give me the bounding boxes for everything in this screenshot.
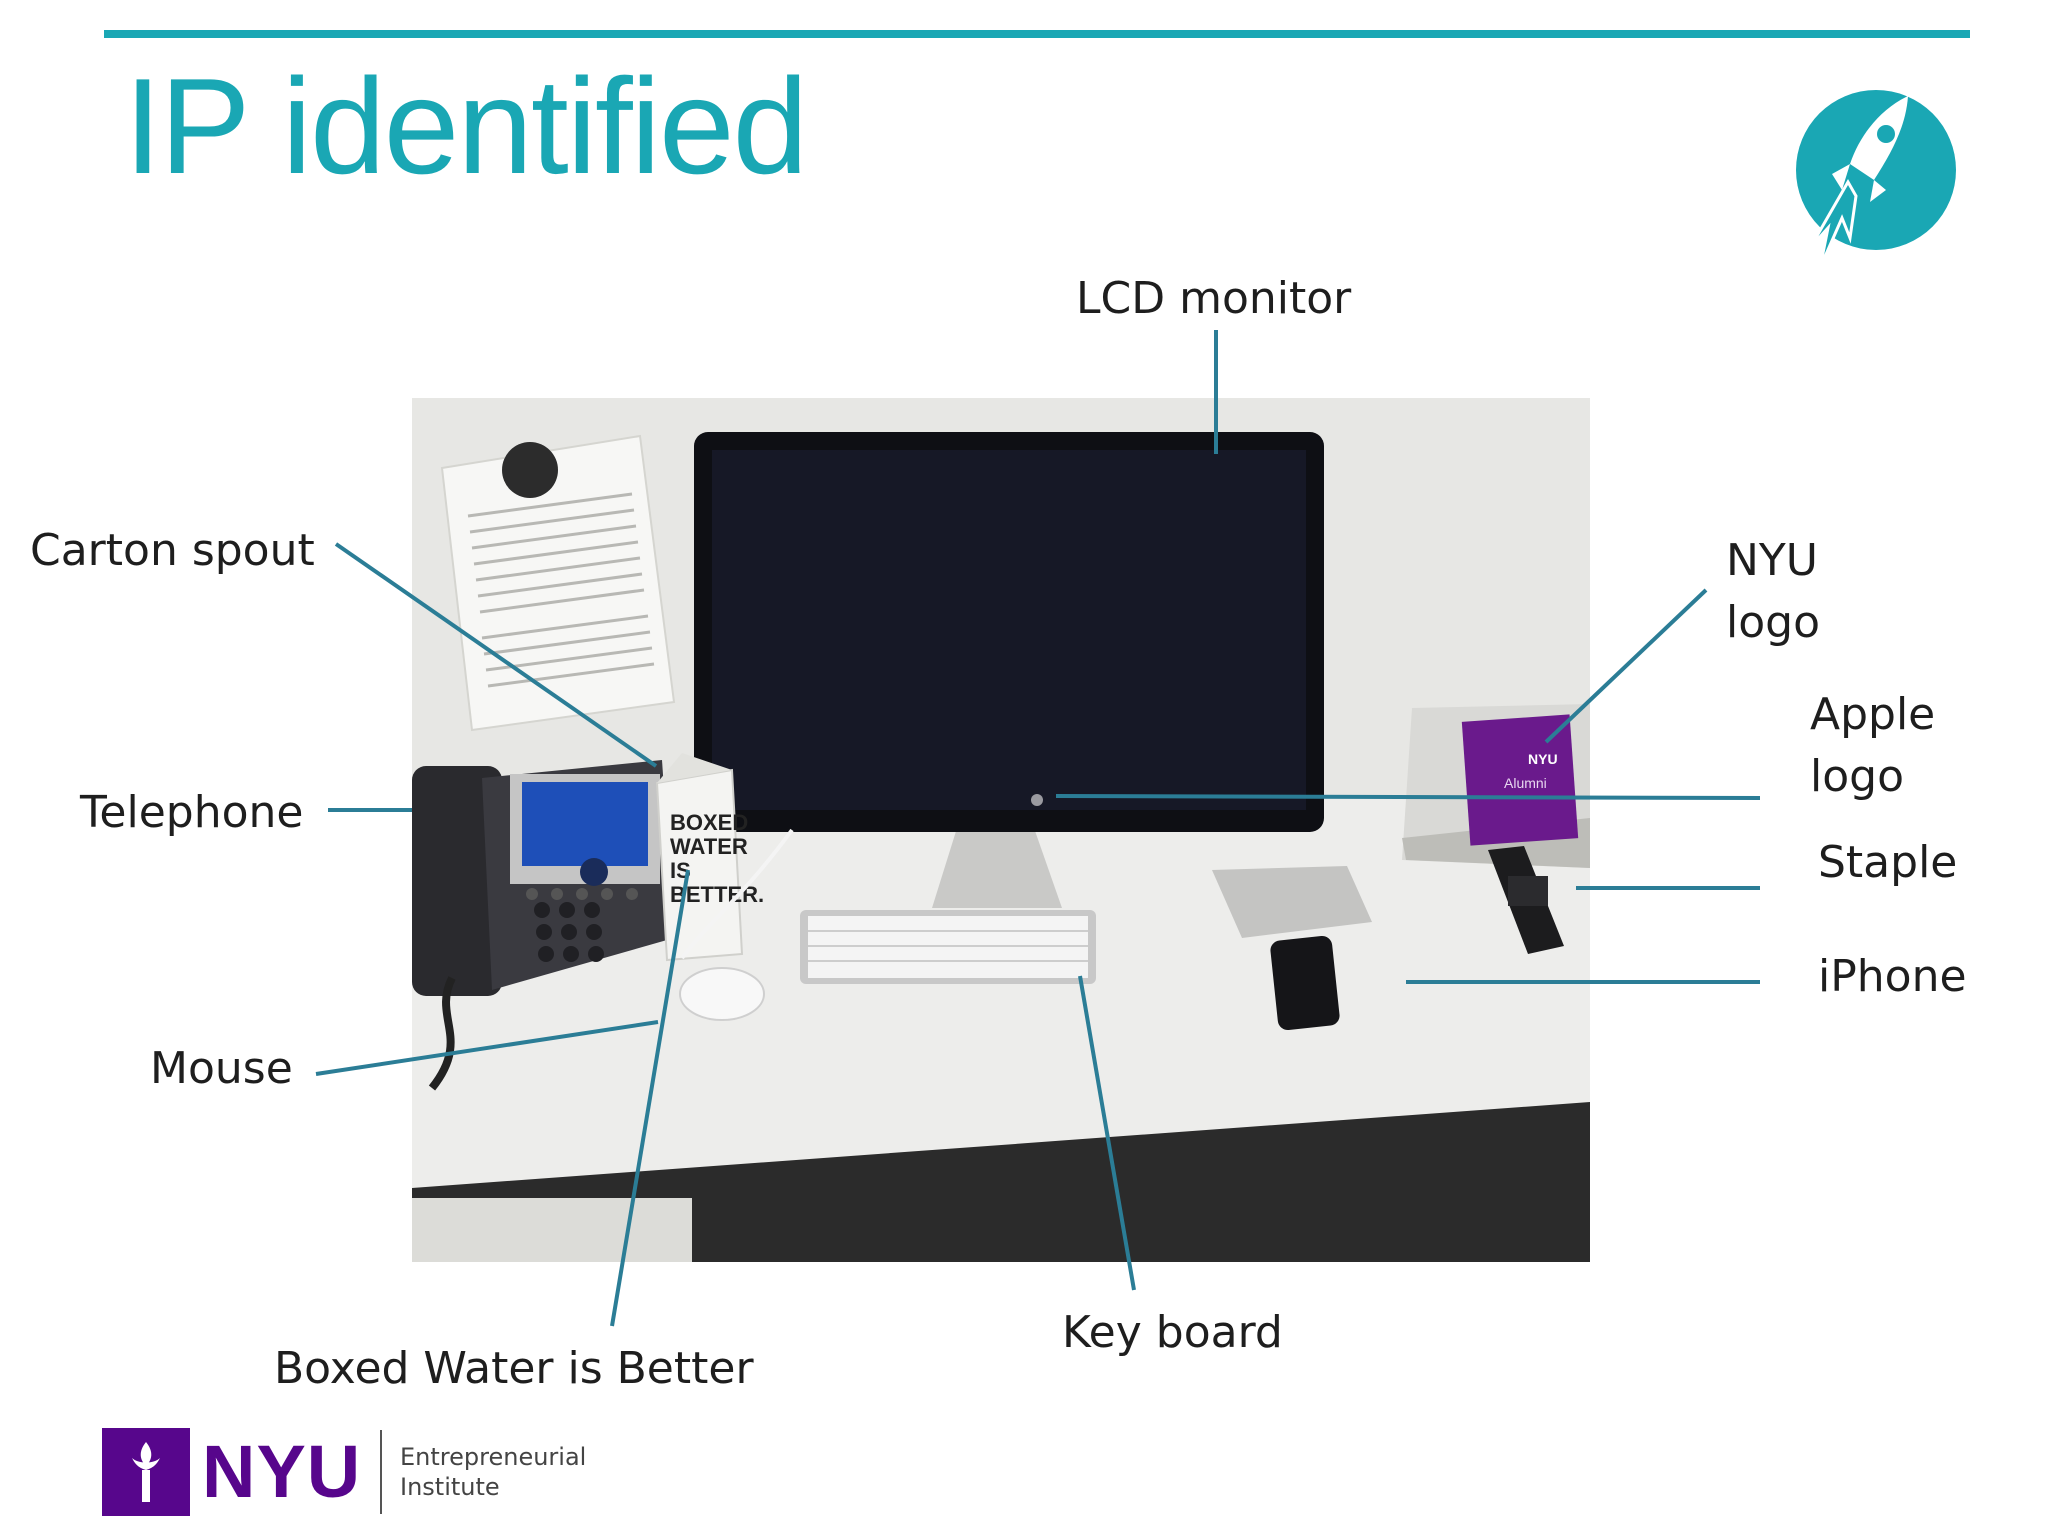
nyu-entrepreneurial-institute-logo: NYU Entrepreneurial Institute: [102, 1428, 602, 1516]
slide-title: IP identified: [124, 50, 808, 202]
notebook-brand: NYU: [1528, 751, 1558, 767]
nyu-torch-icon: [102, 1428, 190, 1516]
label-carton-spout: Carton spout: [30, 525, 315, 576]
label-iphone: iPhone: [1818, 951, 1967, 1002]
nyu-notebook: NYU Alumni: [1461, 714, 1579, 846]
carton-text-line: WATER: [670, 834, 748, 859]
label-boxed-water: Boxed Water is Better: [274, 1343, 754, 1394]
apple-logo-icon: [1031, 794, 1043, 806]
carton-text-line: BETTER.: [670, 882, 764, 907]
carton-text-line: BOXED: [670, 810, 748, 835]
wall-document: [440, 434, 676, 732]
label-apple-logo: Apple logo: [1810, 689, 1936, 802]
label-lcd-monitor: LCD monitor: [1076, 273, 1352, 324]
nyu-wordmark: NYU: [202, 1430, 362, 1513]
trackpad: [1212, 866, 1372, 938]
desk-photo: BOXED WATER IS BETTER. NYU Alumni: [412, 398, 1590, 1262]
label-staple: Staple: [1818, 837, 1958, 888]
keyboard: [800, 910, 1096, 984]
rocket-logo-icon: [1796, 90, 1956, 269]
label-nyu-logo: NYU logo: [1726, 535, 1820, 648]
stapler: [1488, 846, 1564, 954]
iphone: [1270, 935, 1340, 1031]
label-key-board: Key board: [1062, 1307, 1283, 1358]
logo-divider: [380, 1430, 382, 1514]
notebook-text: Alumni: [1504, 775, 1547, 791]
carton-text-line: IS: [670, 858, 691, 883]
label-mouse: Mouse: [150, 1043, 293, 1094]
mouse: [679, 967, 765, 1021]
label-telephone: Telephone: [80, 787, 304, 838]
lcd-monitor: [694, 432, 1324, 908]
institute-name: Entrepreneurial Institute: [400, 1443, 587, 1501]
desk-underside: [412, 1102, 1590, 1262]
title-rule: [104, 30, 1970, 38]
